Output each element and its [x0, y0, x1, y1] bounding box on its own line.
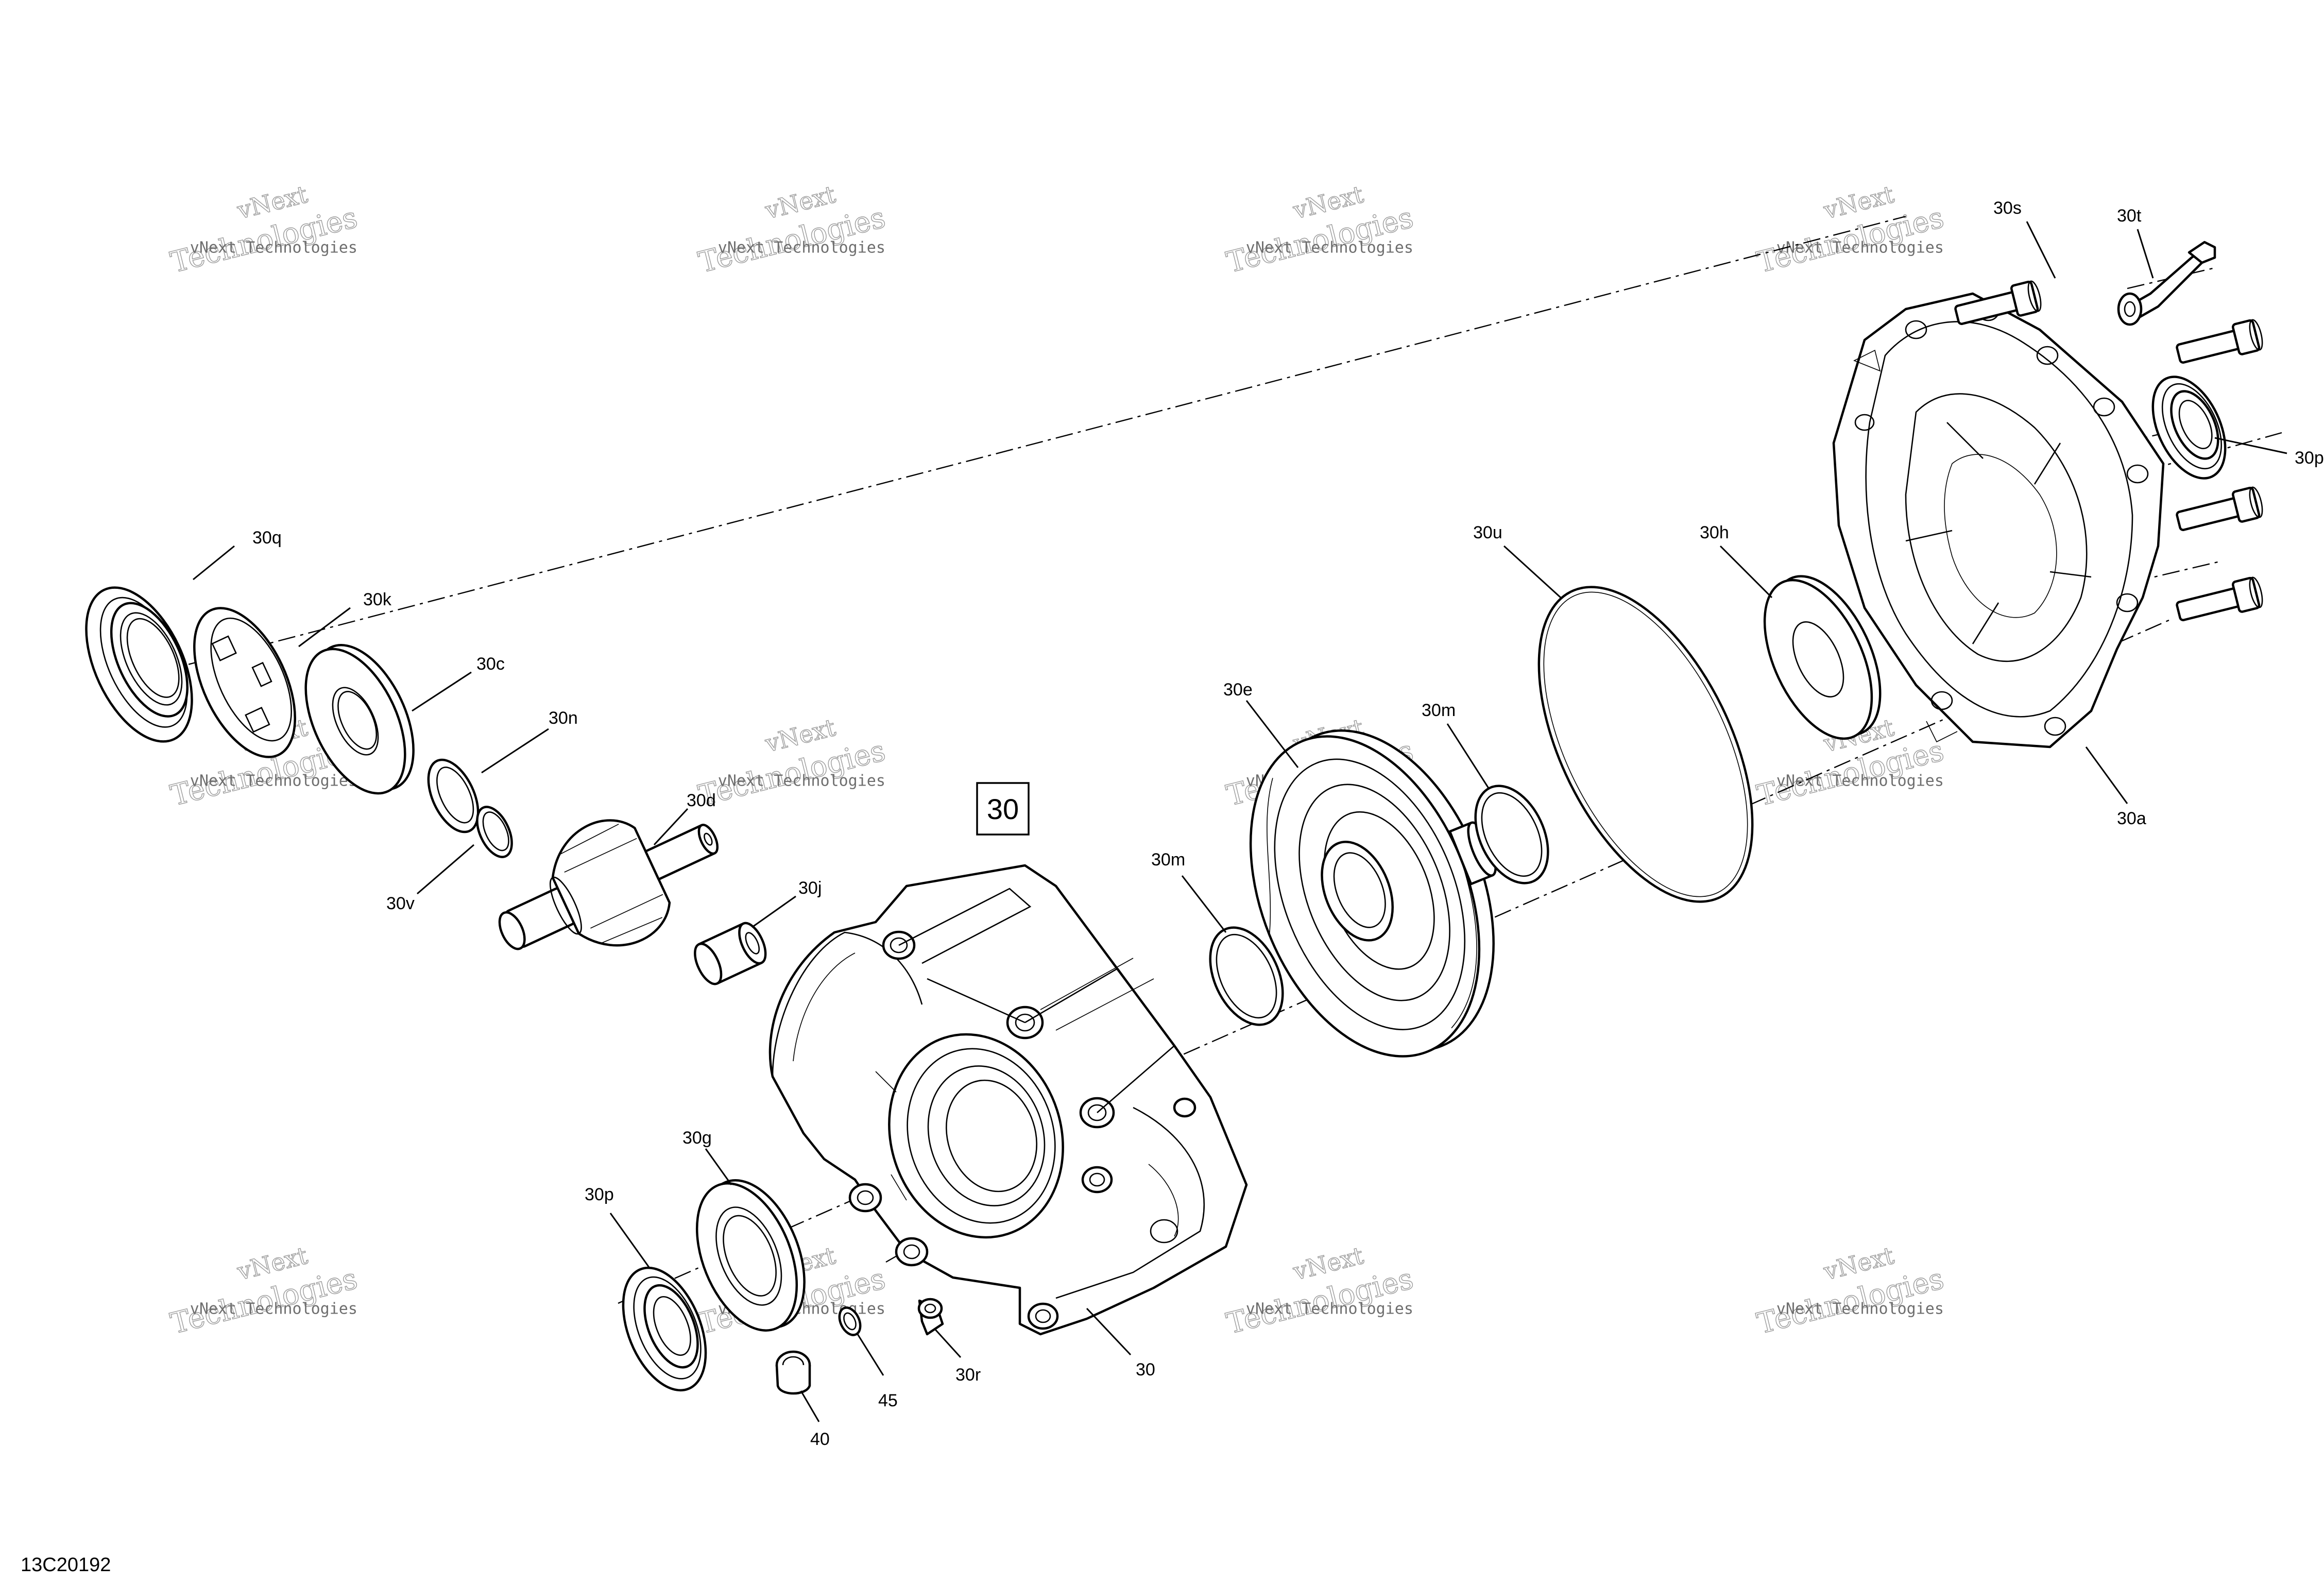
callout-30p-top: 30p [2295, 448, 2324, 468]
watermark: vNext Technologies vNext Technologies [167, 180, 361, 280]
breather-tube-30t [2117, 241, 2216, 326]
callout-40: 40 [810, 1429, 830, 1449]
callout-30m-right: 30m [1422, 701, 1456, 720]
watermark: vNext Technologies vNext Technologies [695, 180, 889, 280]
watermark: vNext Technologies vNext Technologies [1223, 180, 1417, 280]
callout-30e: 30e [1223, 680, 1253, 700]
callout-30r: 30r [955, 1365, 981, 1385]
bolt-30s-1 [1954, 280, 2042, 325]
callout-30d: 30d [687, 791, 716, 810]
callout-30n: 30n [549, 708, 578, 728]
svg-text:vNext Technologies: vNext Technologies [190, 239, 357, 257]
callout-30s: 30s [1993, 198, 2022, 218]
callout-30: 30 [1136, 1360, 1155, 1380]
plug-40 [775, 1350, 811, 1395]
callout-45: 45 [878, 1391, 898, 1410]
svg-text:vNext Technologies: vNext Technologies [190, 1300, 357, 1318]
bolt-30s-3 [2176, 486, 2263, 531]
svg-text:vNext Technologies: vNext Technologies [718, 772, 885, 790]
large-o-ring-30u [1537, 586, 1754, 903]
callout-30h: 30h [1700, 523, 1729, 542]
watermark: vNext Technologies vNext Technologies [1753, 1241, 1947, 1341]
washer-30n [427, 758, 480, 833]
o-ring-30m-right [1474, 785, 1549, 884]
callout-30v: 30v [386, 894, 415, 913]
oil-seal-30q [85, 586, 193, 743]
svg-text:vNext Technologies: vNext Technologies [1246, 239, 1413, 257]
callout-30k: 30k [363, 590, 392, 609]
ring-gear-carrier-30e [1249, 729, 1497, 1058]
callout-30g: 30g [682, 1128, 712, 1148]
main-housing-30 [768, 864, 1248, 1336]
watermark: vNext Technologies vNext Technologies [1223, 1241, 1417, 1341]
svg-text:vNext Technologies: vNext Technologies [1776, 239, 1944, 257]
oil-seal-30p-top [2151, 376, 2227, 480]
bushing-30j [694, 922, 767, 985]
oil-seal-30p-bottom [622, 1266, 707, 1392]
snap-ring-30v [476, 806, 513, 858]
svg-text:vNext Technologies: vNext Technologies [718, 239, 885, 257]
callout-30m-left: 30m [1151, 850, 1185, 870]
watermark: vNext Technologies vNext Technologies [1753, 180, 1947, 280]
bearing-30c [304, 644, 415, 795]
pinion-shaft-30d [498, 819, 719, 950]
cover-30a [1832, 292, 2165, 748]
svg-text:vNext Technologies: vNext Technologies [1776, 772, 1944, 790]
callout-30p: 30p [585, 1185, 614, 1204]
assembly-reference-box: 30 [976, 782, 1030, 836]
bolt-30s-2 [2176, 319, 2263, 364]
callout-30u: 30u [1473, 523, 1502, 542]
svg-text:vNext Technologies: vNext Technologies [1246, 1300, 1413, 1318]
assembly-reference-number: 30 [987, 793, 1019, 825]
callout-labels: 30q 30k 30c 30n 30d 30v 30j 30m 30e 30m … [252, 198, 2324, 1449]
callout-30j: 30j [798, 878, 822, 898]
dowel-30r [917, 1298, 944, 1336]
bearing-30h [1763, 575, 1882, 740]
drawing-number: 13C20192 [21, 1554, 111, 1576]
callout-30a: 30a [2117, 809, 2146, 828]
callout-30t: 30t [2117, 206, 2142, 226]
svg-text:vNext Technologies: vNext Technologies [190, 772, 357, 790]
bearing-30g [695, 1179, 806, 1332]
o-ring-30m-left [1209, 926, 1284, 1026]
watermark: vNext Technologies vNext Technologies [167, 1241, 361, 1341]
leader-lines [193, 221, 2287, 1422]
svg-text:vNext Technologies: vNext Technologies [1776, 1300, 1944, 1318]
bolt-30s-4 [2176, 576, 2263, 621]
callout-30c: 30c [476, 654, 505, 674]
watermark: vNext Technologies vNext Technologies [695, 713, 889, 813]
callout-30q: 30q [252, 528, 282, 548]
gasket-ring-45 [838, 1306, 862, 1336]
bearing-ring-30k [193, 607, 296, 758]
